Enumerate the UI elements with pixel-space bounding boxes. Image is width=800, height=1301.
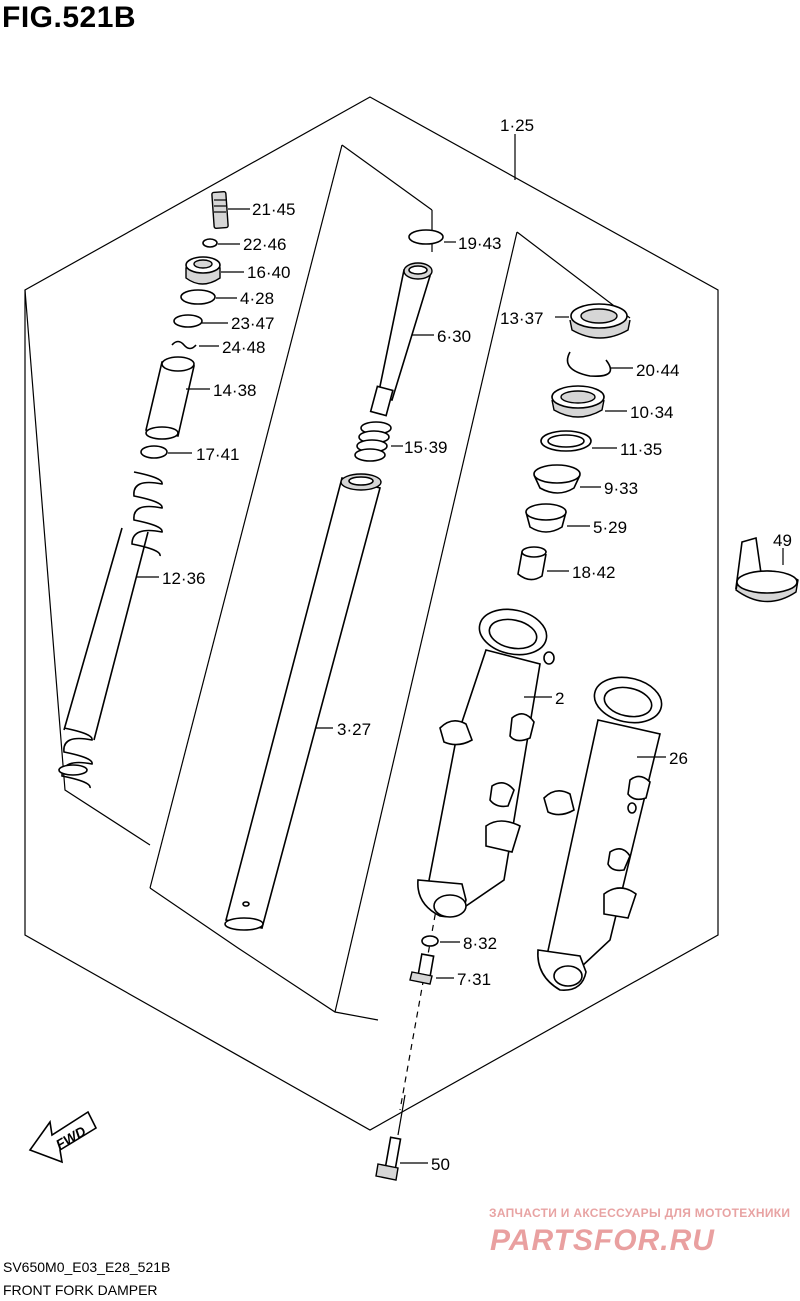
callout-14-38: 14·38 xyxy=(213,381,256,400)
leader-lines xyxy=(136,134,784,1164)
clip-part xyxy=(171,340,197,350)
figure-title: FIG.521B xyxy=(2,1,136,34)
ring-part xyxy=(140,445,168,459)
model-code: SV650M0_E03_E28_521B xyxy=(3,1259,170,1275)
o-ring-part xyxy=(180,289,216,305)
inner-tube-part xyxy=(224,473,382,931)
callout-5-29: 5·29 xyxy=(593,518,627,537)
spring-cap-part xyxy=(185,256,221,285)
callout-22-46: 22·46 xyxy=(243,235,286,254)
diagram-caption: FRONT FORK DAMPER xyxy=(3,1282,158,1298)
callout-21-45: 21·45 xyxy=(252,200,295,219)
axis-bolt-line xyxy=(397,1094,406,1136)
retaining-clip-part xyxy=(566,351,612,377)
damper-bolt-part xyxy=(409,953,435,985)
callout-8-32: 8·32 xyxy=(463,934,497,953)
callout-9-33: 9·33 xyxy=(604,479,638,498)
callout-26: 26 xyxy=(669,749,688,768)
callout-4-28: 4·28 xyxy=(240,289,274,308)
guide-bushing-part xyxy=(533,464,581,494)
axle-bolt-part xyxy=(375,1136,402,1181)
axis-dashed-line xyxy=(399,859,446,1111)
damper-rod-part xyxy=(369,262,433,417)
gasket-part xyxy=(421,935,439,947)
callout-13-37: 13·37 xyxy=(500,309,543,328)
rebound-spring-part xyxy=(354,421,392,462)
outer-tube-left-part xyxy=(417,608,555,918)
damper-frame-left xyxy=(149,144,343,889)
spring-frame xyxy=(24,289,151,846)
spacer-tube-part xyxy=(145,356,195,440)
callout-11-35: 11·35 xyxy=(620,440,662,459)
oil-seal-part xyxy=(551,385,605,418)
callout-7-31: 7·31 xyxy=(457,970,491,989)
piston-ring-part xyxy=(408,229,444,245)
watermark-tagline: ЗАПЧАСТИ И АКСЕССУАРЫ ДЛЯ МОТОТЕХНИКИ xyxy=(489,1206,790,1220)
callout-24-48: 24·48 xyxy=(222,338,265,357)
callout-23-47: 23·47 xyxy=(231,314,274,333)
callout-20-44: 20·44 xyxy=(636,361,679,380)
callout-10-34: 10·34 xyxy=(630,403,673,422)
oil-lock-part xyxy=(517,546,547,581)
callout-12-36: 12·36 xyxy=(162,569,205,588)
bushing-frame-left xyxy=(334,231,518,1013)
damper-frame-top xyxy=(341,144,433,211)
callout-16-40: 16·40 xyxy=(247,263,290,282)
callout-2: 2 xyxy=(555,689,564,708)
callout-17-41: 17·41 xyxy=(196,445,239,464)
bushing-frame-top xyxy=(516,231,631,319)
assembly-frame xyxy=(24,96,719,1131)
cap-bolt-part xyxy=(211,190,229,230)
small-o-ring-part xyxy=(202,238,218,248)
fork-spring-part xyxy=(58,471,163,789)
watermark-site: PARTSFOR.RU xyxy=(490,1224,715,1257)
washer-part xyxy=(173,314,203,328)
outer-tube-right-part xyxy=(537,676,663,991)
dust-seal-part xyxy=(569,303,631,339)
callout-18-42: 18·42 xyxy=(572,563,615,582)
callout-19-43: 19·43 xyxy=(458,234,501,253)
seal-washer-hole xyxy=(547,434,585,448)
slide-bushing-part xyxy=(525,503,567,533)
cover-cap-part xyxy=(735,536,799,603)
callout-3-27: 3·27 xyxy=(337,720,371,739)
callout-15-39: 15·39 xyxy=(404,438,447,457)
fwd-arrow-icon: FWD xyxy=(28,1110,98,1164)
callout-49: 49 xyxy=(773,531,792,550)
callout-6-30: 6·30 xyxy=(437,327,471,346)
callout-1-25: 1·25 xyxy=(500,116,534,135)
callout-50: 50 xyxy=(431,1155,450,1174)
damper-frame-bottom xyxy=(149,887,379,1021)
